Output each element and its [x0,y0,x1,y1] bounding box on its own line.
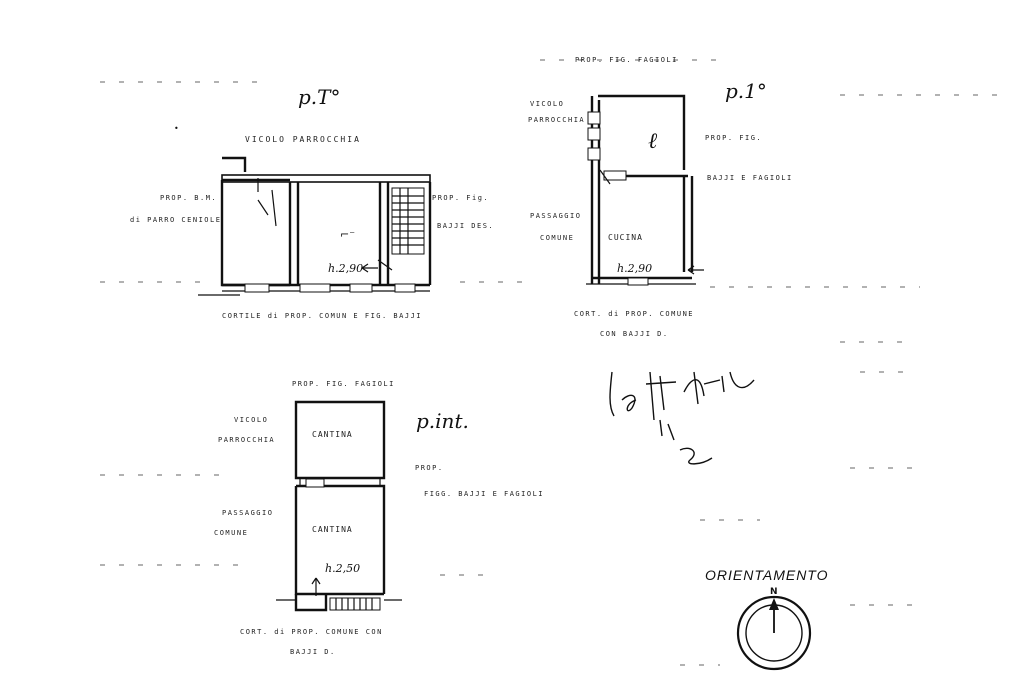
ground-room-mark: ⌐⁻ [340,228,355,241]
first-left-label-1: VICOLO [530,100,564,108]
ground-arrow-icon [361,263,378,273]
handwritten-signature [609,371,755,465]
basement-plan: PROP. FIG. FAGIOLI p.int. VICOLO PARROCC… [214,380,544,656]
first-bottom-label-1: CORT. di PROP. COMUNE [574,310,694,318]
first-left-label-4: COMUNE [540,234,574,242]
basement-room-1: CANTINA [312,430,353,439]
first-room-label: CUCINA [608,233,643,242]
first-top-label: PROP. FIG. FAGIOLI [575,56,678,64]
first-left-label-3: PASSAGGIO [530,212,581,220]
basement-left-label-3: PASSAGGIO [222,509,273,517]
scan-dash-lines [100,59,1000,666]
ground-left-label-1: PROP. B.M. [160,194,217,202]
first-height-label: h.2,90 [617,262,652,275]
north-label: N [770,587,778,597]
basement-room-2: CANTINA [312,525,353,534]
first-bottom-label-2: CON BAJJI D. [600,330,669,338]
first-right-label-2: BAJJI E FAGIOLI [707,174,793,182]
ground-right-label-1: PROP. Fig. [432,194,489,202]
ground-floor-label: p.T° [298,85,341,109]
ground-stairs [391,187,425,255]
ground-bottom-label: CORTILE di PROP. COMUN E FIG. BAJJI [222,312,422,320]
ground-top-label: VICOLO PARROCCHIA [245,135,361,144]
basement-bottom-label-2: BAJJI D. [290,648,336,656]
ground-left-label-2: di PARRO CENIOLE [130,216,221,224]
basement-left-label-2: PARROCCHIA [218,436,275,444]
basement-right-label-2: FIGG. BAJJI E FAGIOLI [424,490,544,498]
ground-height-label: h.2,90 [328,262,363,275]
basement-grate [329,597,381,611]
basement-left-label-1: VICOLO [234,416,268,424]
basement-right-label-1: PROP. [415,464,444,472]
ground-floor-plan: p.T° VICOLO PARROCCHIA PROP. B.M. di PAR… [130,85,494,320]
first-left-label-2: PARROCCHIA [528,116,585,124]
ground-right-label-2: BAJJI DES. [437,222,494,230]
basement-height-label: h.2,50 [325,562,360,575]
basement-bottom-label-1: CORT. di PROP. COMUNE CON [240,628,383,636]
first-room-mark: ℓ [648,129,658,154]
orientation-compass: ORIENTAMENTO N [705,567,829,671]
first-floor-label: p.1° [725,79,767,103]
basement-top-label: PROP. FIG. FAGIOLI [292,380,395,388]
basement-left-label-4: COMUNE [214,529,248,537]
first-right-label-1: PROP. FIG. [705,134,762,142]
basement-floor-label: p.int. [416,409,469,433]
north-arrow-icon [769,598,779,610]
scan-dot: • [174,124,179,133]
first-arrow-icon [687,265,704,275]
basement-arrow-icon [311,577,321,596]
first-floor-plan: PROP. FIG. FAGIOLI p.1° VICOLO PARROCCHI… [528,56,793,338]
orientation-title: ORIENTAMENTO [705,567,829,583]
